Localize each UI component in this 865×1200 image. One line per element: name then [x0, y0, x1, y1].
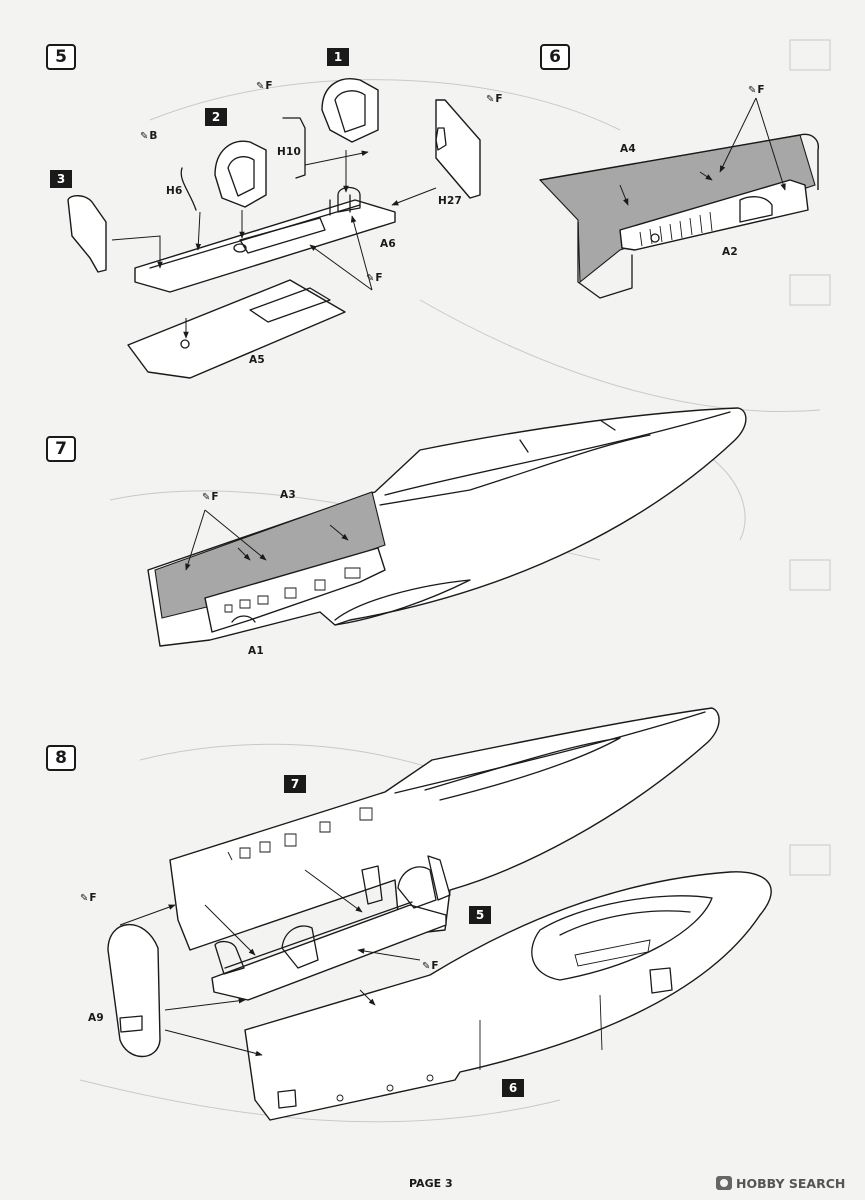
- label-H10: H10: [277, 146, 301, 158]
- paintbrush-icon: ✎: [366, 272, 375, 284]
- label-H27: H27: [438, 195, 462, 207]
- part-A6-tub: [134, 199, 396, 293]
- step-7-number: 7: [46, 436, 76, 462]
- paint-callout-step8-bulkhead: ✎F: [80, 892, 97, 904]
- label-A9: A9: [88, 1012, 104, 1024]
- part-A1-side-console: [204, 547, 386, 633]
- paintbrush-icon: ✎: [748, 84, 757, 96]
- paintbrush-icon: ✎: [256, 80, 265, 92]
- seat-1: [321, 78, 379, 143]
- paint-callout-step8-tub: ✎F: [422, 960, 439, 972]
- paint-callout-step6: ✎F: [748, 84, 765, 96]
- paint-callout-step5-H27: ✎F: [486, 93, 503, 105]
- label-A1: A1: [248, 645, 264, 657]
- assembly-5-cockpit-tub: [211, 904, 447, 1001]
- paint-callout-step5-H10: ✎F: [256, 80, 273, 92]
- subref-1: 1: [327, 48, 349, 66]
- step-8-drawing: [107, 707, 772, 1121]
- part-A5-floor-plate: [127, 279, 346, 379]
- step-5-number: 5: [46, 44, 76, 70]
- label-A5: A5: [249, 354, 265, 366]
- part-H6: [180, 167, 197, 211]
- paint-callout-step5-H6: ✎B: [140, 130, 158, 142]
- watermark-text: HOBBY SEARCH: [736, 1175, 846, 1191]
- label-H6: H6: [166, 185, 183, 197]
- part-A9-bulkhead: [107, 923, 161, 1057]
- part-3-bulkhead: [67, 195, 107, 273]
- step-8-number: 8: [46, 745, 76, 771]
- part-H27-panel: [435, 99, 481, 199]
- seat-2: [214, 140, 267, 208]
- subref-7: 7: [284, 775, 306, 793]
- subref-2: 2: [205, 108, 227, 126]
- subref-5: 5: [469, 906, 491, 924]
- part-H10: [282, 117, 306, 179]
- label-A6: A6: [380, 238, 396, 250]
- subref-6: 6: [502, 1079, 524, 1097]
- watermark: HOBBY SEARCH: [716, 1174, 845, 1192]
- paintbrush-icon: ✎: [422, 960, 431, 972]
- step-7-drawing: [147, 407, 747, 647]
- step-5-drawing: [67, 78, 481, 379]
- label-A3: A3: [280, 489, 296, 501]
- paintbrush-icon: ✎: [486, 93, 495, 105]
- step-6-drawing: [538, 97, 819, 299]
- label-A2: A2: [722, 246, 738, 258]
- assembly-7-fuselage-half: [169, 707, 720, 951]
- label-A4: A4: [620, 143, 636, 155]
- paint-callout-step5-tub: ✎F: [366, 272, 383, 284]
- assembly-6-fuselage-half: [244, 871, 772, 1121]
- part-A4-outline: [539, 133, 819, 190]
- step-6-number: 6: [540, 44, 570, 70]
- paintbrush-icon: ✎: [140, 130, 149, 142]
- paintbrush-icon: ✎: [202, 491, 211, 503]
- subref-3: 3: [50, 170, 72, 188]
- paint-callout-step7: ✎F: [202, 491, 219, 503]
- hobby-search-logo-icon: [716, 1176, 732, 1190]
- paintbrush-icon: ✎: [80, 892, 89, 904]
- page-number: PAGE 3: [409, 1177, 453, 1190]
